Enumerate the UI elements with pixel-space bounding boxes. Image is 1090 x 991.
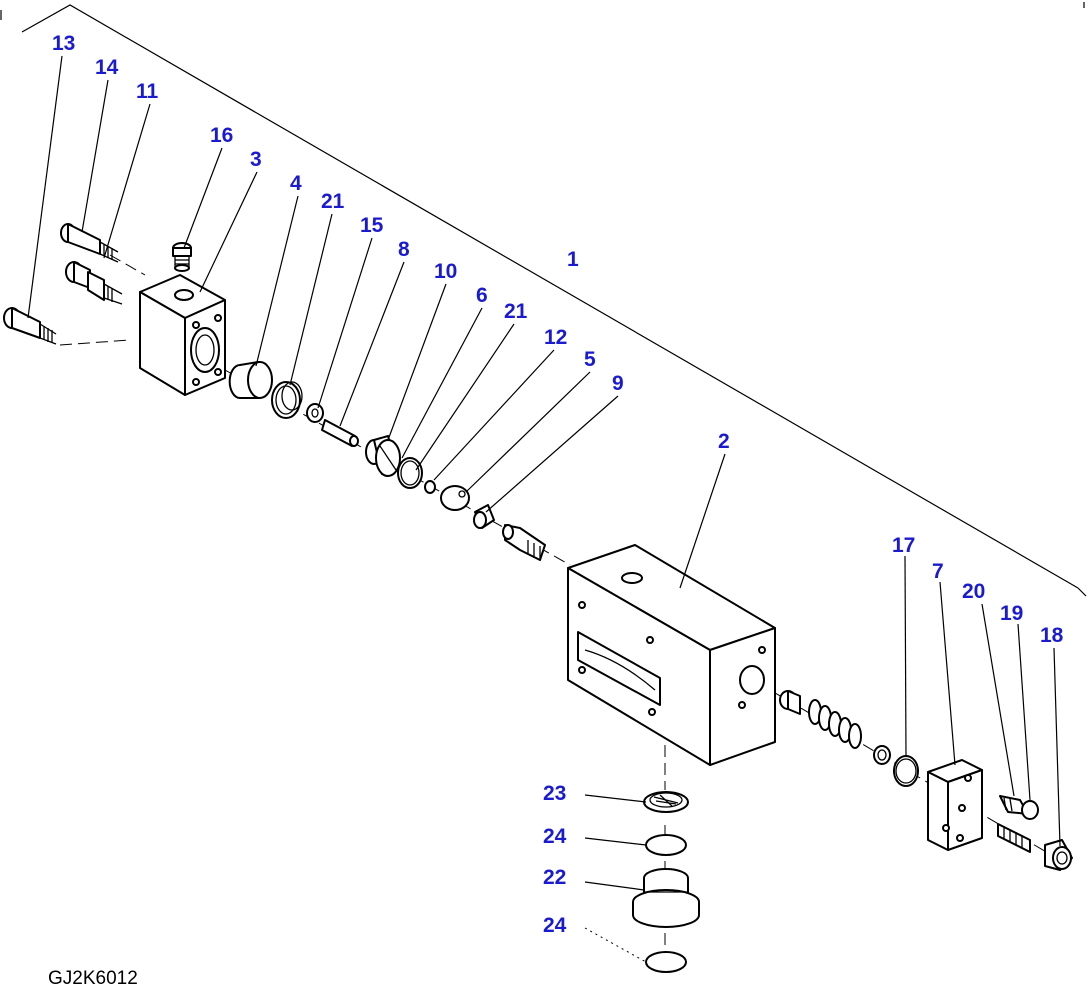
assembly-bracket-line (1077, 587, 1087, 597)
o-ring-24b (645, 951, 687, 973)
callout-23: 23 (543, 782, 566, 805)
valve-6 (365, 435, 401, 477)
rod-10 (321, 419, 359, 447)
ring-21a (271, 381, 303, 419)
plug-16 (172, 242, 192, 272)
callout-24a: 24 (543, 825, 567, 848)
callout-15: 15 (360, 214, 384, 237)
cover-block-3 (139, 274, 226, 396)
spring-seat (873, 745, 891, 765)
callout-21b: 21 (504, 300, 528, 323)
piston-4 (228, 361, 273, 399)
spool (502, 524, 546, 561)
o-ring-12 (424, 480, 436, 494)
drawing-code: GJ2K6012 (48, 968, 138, 989)
callout-18: 18 (1040, 624, 1064, 647)
callout-6: 6 (476, 284, 488, 307)
centerline (59, 339, 131, 346)
adjusting-screw (997, 823, 1031, 853)
callout-9: 9 (612, 372, 624, 395)
washer-5 (440, 485, 470, 511)
callout-20: 20 (962, 580, 985, 603)
callout-19: 19 (1000, 602, 1023, 625)
callout-17: 17 (892, 534, 915, 557)
o-ring-24a (645, 834, 687, 856)
callout-11: 11 (136, 80, 159, 103)
callout-13: 13 (52, 32, 75, 55)
fitting-11 (65, 261, 123, 305)
o-ring-21b (397, 457, 423, 489)
plug-22 (632, 868, 700, 928)
bolt-14 (60, 223, 119, 263)
filter-23 (643, 791, 689, 813)
callout-24b: 24 (543, 914, 567, 937)
stopper (779, 690, 801, 715)
callout-22: 22 (543, 866, 566, 889)
callout-3: 3 (250, 148, 262, 171)
leader-lines (27, 55, 1061, 963)
callout-5: 5 (584, 348, 596, 371)
spring (808, 699, 862, 749)
callout-10: 10 (434, 260, 457, 283)
centerline (109, 254, 146, 276)
callout-1: 1 (567, 248, 579, 271)
callout-4: 4 (290, 172, 302, 195)
valve-block-2 (567, 544, 776, 766)
assembly-bracket-line (21, 4, 1079, 589)
washer-15 (306, 403, 324, 423)
callout-7: 7 (932, 560, 944, 583)
plate-7 (927, 759, 983, 851)
sleeve-9 (473, 504, 495, 529)
washer-19 (1021, 800, 1039, 820)
o-ring-17 (893, 755, 919, 787)
callout-labels: 13 14 11 16 3 4 21 15 8 10 1 6 21 12 5 9… (52, 32, 1064, 937)
callout-2: 2 (718, 430, 730, 453)
callout-14: 14 (95, 56, 119, 79)
callout-12: 12 (544, 326, 567, 349)
bolt-13 (3, 307, 57, 345)
callout-16: 16 (210, 124, 233, 147)
callout-21a: 21 (321, 190, 345, 213)
cap-nut-18 (1044, 839, 1073, 871)
callout-8: 8 (398, 238, 410, 261)
